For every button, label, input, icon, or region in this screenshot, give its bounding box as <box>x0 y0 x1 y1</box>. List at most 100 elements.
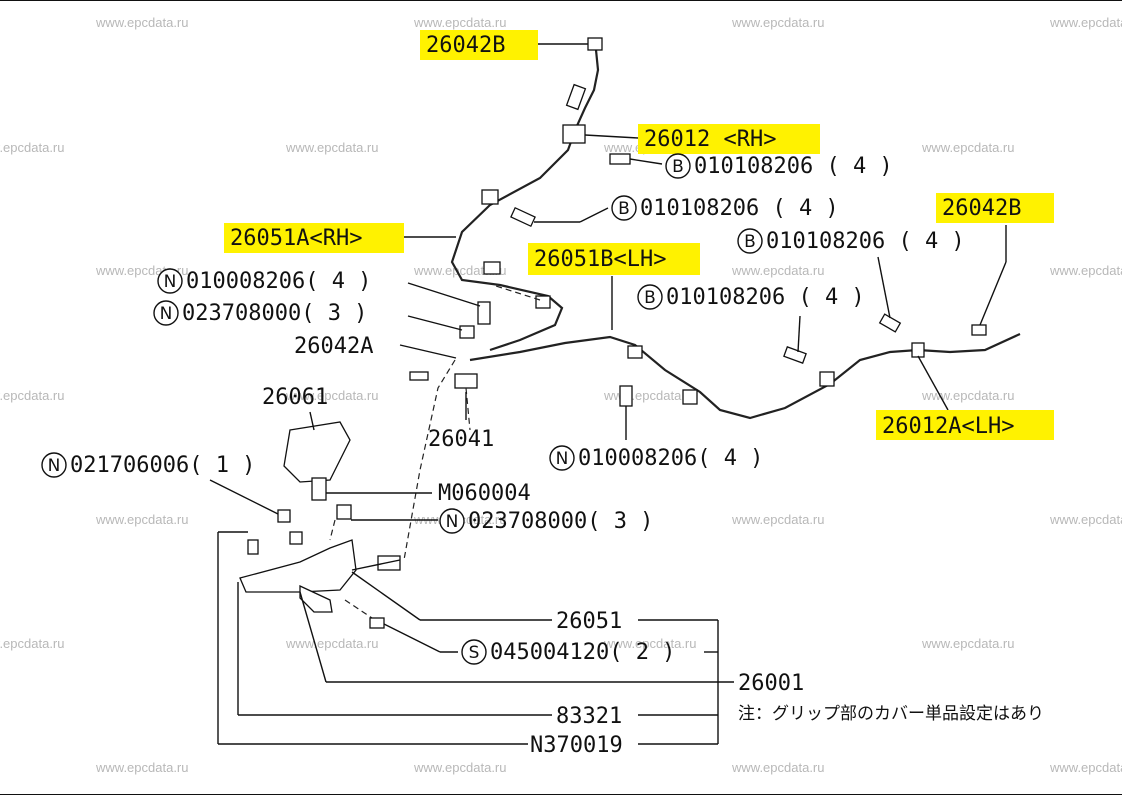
part-number-26001[interactable]: 26001 <box>738 671 804 696</box>
guide-line <box>403 359 456 561</box>
leader-lines <box>209 43 1007 745</box>
nut-symbol-n <box>549 445 575 471</box>
lever-bracket <box>299 584 333 613</box>
leader-line <box>351 571 421 621</box>
part-number-010008206[interactable]: 010008206( 4 ) <box>578 446 763 471</box>
screw <box>369 617 385 629</box>
leader-line <box>917 355 949 411</box>
screw-symbol-s-letter: S <box>469 643 480 663</box>
watermark: www.epcdata.ru <box>95 15 189 30</box>
part-number-26051b-lh[interactable]: 26051B<LH> <box>534 247 666 272</box>
part-number-83321[interactable]: 83321 <box>556 704 622 729</box>
watermark: www.epcdata.ru <box>1049 760 1122 775</box>
highlight-26042b-right <box>936 193 1054 223</box>
part-number-045004120[interactable]: 045004120( 2 ) <box>490 640 675 665</box>
highlight-26042b-top <box>420 30 538 60</box>
watermark: www.epcdata.ru <box>413 263 507 278</box>
part-number-023708000[interactable]: 023708000( 3 ) <box>468 509 653 534</box>
part-number-010108206[interactable]: 010108206 ( 4 ) <box>694 154 893 179</box>
part-number-26051[interactable]: 26051 <box>556 609 622 634</box>
watermark: www.epcdata.ru <box>95 760 189 775</box>
leader-line <box>629 158 663 165</box>
cable-end-fitting <box>565 83 587 111</box>
leader-line <box>797 315 801 353</box>
bolt-symbol-b-letter: B <box>744 232 756 252</box>
bolt-symbol-b <box>737 228 763 254</box>
bolt <box>311 477 327 501</box>
part-number-26061[interactable]: 26061 <box>262 385 328 410</box>
nut-symbol-n-letter: N <box>48 456 61 476</box>
bolt <box>878 313 902 333</box>
leader-line <box>399 344 457 359</box>
part-number-26012a-lh[interactable]: 26012A<LH> <box>882 414 1014 439</box>
cable-clip <box>481 189 499 205</box>
part-number-n370019[interactable]: N370019 <box>530 733 623 758</box>
watermarks: www.epcdata.ru www.epcdata.ru www.epcdat… <box>0 15 1122 775</box>
screw-symbol-s <box>461 639 487 665</box>
watermark: www.epcdata.ru <box>603 636 697 651</box>
highlight-26051b-lh <box>528 243 700 275</box>
cable-clip <box>627 345 643 359</box>
leader-line <box>877 256 891 319</box>
nut-symbol-n-letter: N <box>160 304 173 324</box>
watermark: www.epcdata.ru <box>0 636 65 651</box>
bolt-symbol-b <box>611 195 637 221</box>
part-number-26051a-rh[interactable]: 26051A<RH> <box>230 226 362 251</box>
nut-symbol-n <box>157 268 183 294</box>
bolt <box>510 206 536 228</box>
watermark: www.epcdata.ru <box>921 140 1015 155</box>
cable-end-fitting <box>971 324 987 336</box>
hand-brake-lever <box>239 539 357 593</box>
highlight-26012a-lh <box>876 410 1054 440</box>
nut-symbol-n-letter: N <box>164 272 177 292</box>
part-number-26042a[interactable]: 26042A <box>294 334 373 359</box>
cable-assembly-drawing <box>239 37 1021 629</box>
leader-line <box>209 479 279 515</box>
part-number-m060004[interactable]: M060004 <box>438 481 531 506</box>
nut <box>289 531 303 545</box>
equalizer <box>454 373 478 389</box>
leader-line <box>407 315 463 331</box>
bolt <box>619 385 633 407</box>
nut <box>277 509 291 523</box>
part-number-010108206[interactable]: 010108206 ( 4 ) <box>766 229 965 254</box>
leader-line <box>407 282 481 307</box>
watermark: www.epcdata.ru <box>1049 512 1122 527</box>
guide-line <box>329 519 336 541</box>
grip-cover <box>283 421 351 483</box>
leader-line <box>383 623 441 653</box>
bolt <box>477 301 491 325</box>
watermark: www.epcdata.ru <box>731 760 825 775</box>
part-number-26042b[interactable]: 26042B <box>426 33 505 58</box>
highlight-26051a-rh <box>224 223 404 253</box>
nut <box>459 325 475 339</box>
watermark: www.epcdata.ru <box>0 140 65 155</box>
watermark: www.epcdata.ru <box>731 512 825 527</box>
watermark: www.epcdata.ru <box>1049 15 1122 30</box>
watermark: www.epcdata.ru <box>921 388 1015 403</box>
part-number-26042b[interactable]: 26042B <box>942 196 1021 221</box>
watermark: www.epcdata.ru <box>731 15 825 30</box>
part-number-010108206[interactable]: 010108206 ( 4 ) <box>666 285 865 310</box>
part-labels: 26042B 26012 <RH> B 010108206 ( 4 ) B 01… <box>41 33 1044 758</box>
part-number-26041[interactable]: 26041 <box>428 427 494 452</box>
grip-cover-note: 注：グリップ部のカバー単品設定はあり <box>738 704 1044 724</box>
part-number-021706006[interactable]: 021706006( 1 ) <box>70 453 255 478</box>
cable-clip <box>682 389 698 405</box>
part-number-023708000[interactable]: 023708000( 3 ) <box>182 301 367 326</box>
part-number-26012-rh[interactable]: 26012 <RH> <box>644 127 776 152</box>
watermark: www.epcdata.ru <box>285 140 379 155</box>
guide-line <box>465 387 471 431</box>
rh-cable <box>450 49 600 352</box>
cable-end-fitting <box>911 342 925 358</box>
part-number-010108206[interactable]: 010108206 ( 4 ) <box>640 196 839 221</box>
leader-line <box>299 591 327 683</box>
watermark: www.epcdata.ru <box>285 636 379 651</box>
watermark: www.epcdata.ru <box>731 263 825 278</box>
watermark: www.epcdata.ru <box>413 760 507 775</box>
nut-symbol-n <box>41 452 67 478</box>
part-number-010008206[interactable]: 010008206( 4 ) <box>186 269 371 294</box>
lever-rod <box>351 559 401 571</box>
cable-end-fitting <box>587 37 603 51</box>
